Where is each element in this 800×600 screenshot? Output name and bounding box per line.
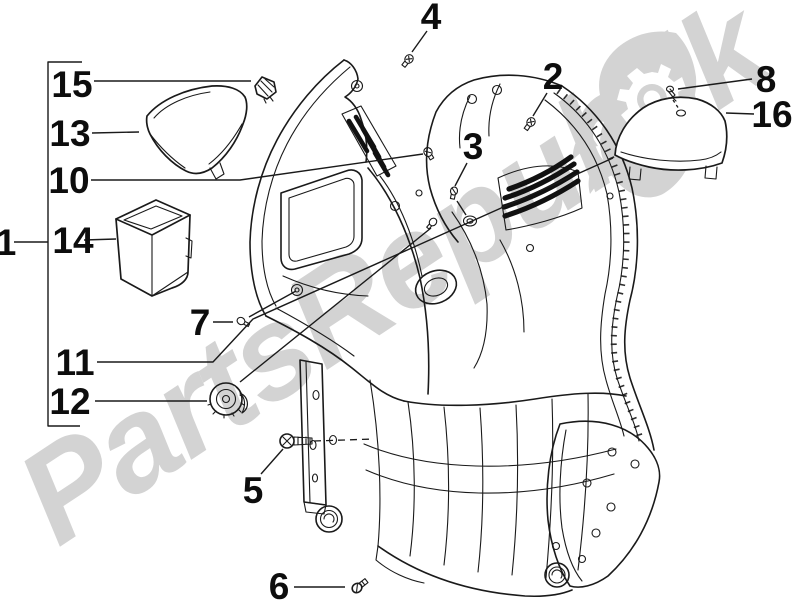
part-glovebox-lid [145, 85, 248, 180]
grommet-icon [462, 215, 478, 227]
callout-leader-7 [248, 290, 297, 318]
part-lock [207, 382, 248, 419]
left-mount-flange [299, 359, 327, 515]
callout-leader-10 [91, 153, 424, 181]
callout-leader-8 [677, 78, 753, 90]
horn-right [544, 562, 570, 588]
screw-boss-top [350, 79, 364, 93]
right-mount-flap [544, 420, 661, 588]
part-instrument-cover [614, 96, 728, 181]
callout-label-16[interactable]: 16 [751, 94, 792, 135]
callout-leader-11 [97, 157, 614, 363]
part-glovebox-container [115, 199, 193, 297]
callout-label-10[interactable]: 10 [48, 160, 89, 201]
vent-grille-left [341, 105, 397, 178]
fasteners [236, 54, 680, 594]
part-clip [254, 76, 277, 104]
callout-leader-2 [532, 92, 548, 117]
screw-8-icon [665, 85, 680, 110]
callout-label-15[interactable]: 15 [51, 64, 92, 105]
screw-3-icon [449, 186, 459, 200]
callout-label-6[interactable]: 6 [269, 566, 290, 600]
part-lower-apron [299, 359, 661, 598]
callout-leader-5 [260, 448, 284, 475]
callout-label-14[interactable]: 14 [52, 220, 94, 261]
screw-hole [290, 283, 304, 297]
callout-label-12[interactable]: 12 [49, 381, 90, 422]
group-bracket-1 [47, 61, 82, 427]
part-inner-shield-right [290, 74, 655, 451]
screw-5-icon [279, 433, 375, 449]
part-front-shield-upper [249, 59, 397, 317]
callout-leader-3 [454, 162, 468, 187]
part-glovebox-frame [265, 169, 405, 402]
callout-leader-16 [725, 112, 755, 115]
screw-10-icon [423, 147, 435, 161]
callout-label-7[interactable]: 7 [190, 302, 211, 343]
callout-leader-14 [83, 238, 117, 241]
callout-label-5[interactable]: 5 [243, 470, 264, 511]
screw-6-icon [351, 578, 369, 594]
callout-label-11[interactable]: 11 [55, 342, 94, 383]
horn-left [315, 505, 343, 533]
callout-label-3[interactable]: 3 [463, 126, 484, 167]
callout-leader-3 [456, 200, 467, 216]
callout-leader-12 [239, 227, 432, 383]
screw-hole-cover [675, 109, 687, 117]
screw-2-icon [523, 117, 536, 132]
screw-7-icon [236, 316, 251, 328]
callout-label-8[interactable]: 8 [756, 59, 777, 100]
screw-4-icon [401, 54, 414, 68]
callout-leader-13 [91, 131, 140, 134]
vent-grille-right [497, 154, 583, 231]
callout-label-13[interactable]: 13 [49, 113, 90, 154]
callout-label-4[interactable]: 4 [421, 0, 442, 37]
screw-12-boss-icon [426, 217, 438, 230]
watermark-layer: PartsRepublik [0, 0, 798, 571]
callout-leader-4 [411, 30, 428, 53]
callout-label-2[interactable]: 2 [543, 56, 564, 97]
callout-label-1[interactable]: 1 [0, 222, 16, 263]
lock-keyhole [414, 269, 458, 305]
